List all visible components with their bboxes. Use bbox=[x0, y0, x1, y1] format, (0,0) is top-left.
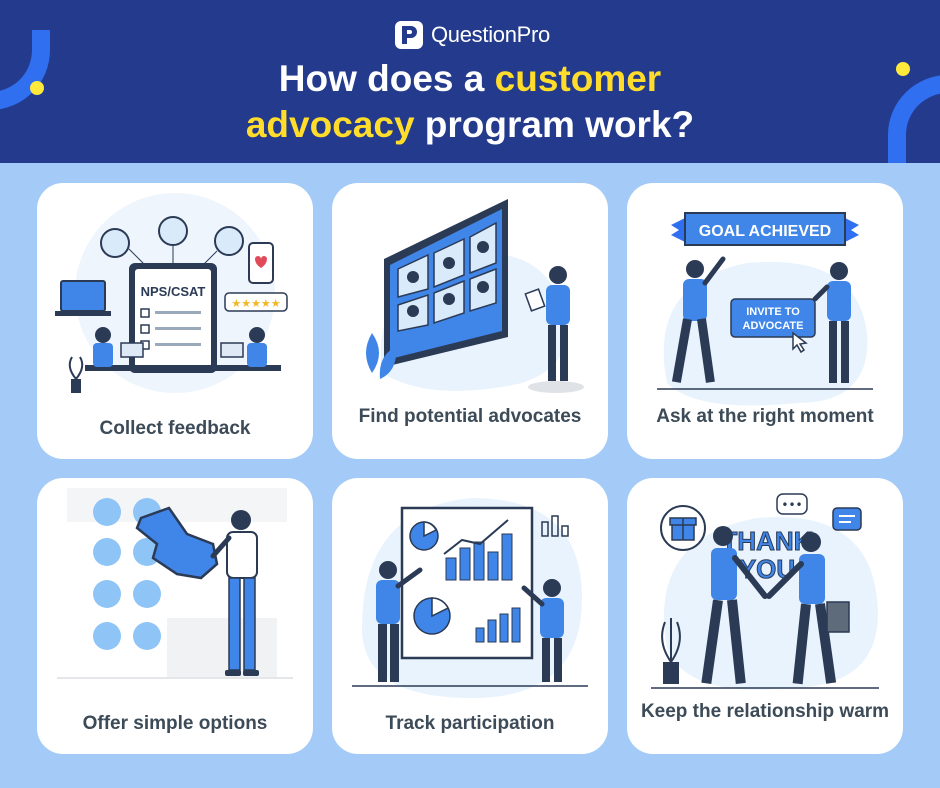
advocates-board-illustration-icon bbox=[366, 199, 584, 393]
svg-text:•••: ••• bbox=[781, 498, 802, 512]
decorative-dot-left bbox=[30, 81, 44, 95]
card-label: Collect feedback bbox=[99, 418, 251, 439]
svg-text:★★★★★: ★★★★★ bbox=[231, 297, 280, 310]
card-label: Keep the relationship warm bbox=[640, 701, 890, 722]
svg-text:NPS/CSAT: NPS/CSAT bbox=[141, 284, 206, 299]
card-label: Track participation bbox=[385, 713, 555, 734]
svg-text:ADVOCATE: ADVOCATE bbox=[743, 320, 804, 332]
card-collect-feedback: NPS/CSAT ★★★★★ Collect feedback bbox=[37, 183, 313, 459]
brand-name: QuestionPro bbox=[431, 22, 550, 47]
decorative-dot-right bbox=[896, 62, 910, 76]
card-label: Ask at the right moment bbox=[656, 406, 874, 427]
feedback-illustration-icon: NPS/CSAT ★★★★★ bbox=[55, 193, 288, 393]
svg-text:THANK: THANK bbox=[722, 526, 813, 556]
svg-text:GOAL ACHIEVED: GOAL ACHIEVED bbox=[699, 223, 831, 240]
svg-text:INVITE TO: INVITE TO bbox=[746, 306, 800, 318]
card-keep-relationship: ••• THANK YOU Keep the relationship warm bbox=[627, 478, 903, 754]
card-track-participation: Track participation bbox=[332, 478, 608, 754]
page-title: How does a customer advocacy program wor… bbox=[245, 58, 695, 145]
card-ask-right-moment: GOAL ACHIEVED INVITE TO ADVOCATE Ask at … bbox=[627, 183, 903, 459]
brand: QuestionPro bbox=[395, 20, 550, 50]
card-label: Offer simple options bbox=[82, 713, 268, 734]
card-offer-options: Offer simple options bbox=[37, 478, 313, 754]
goal-achieved-illustration-icon: GOAL ACHIEVED INVITE TO ADVOCATE bbox=[657, 212, 873, 406]
options-touch-illustration-icon bbox=[57, 488, 293, 679]
card-find-advocates: Find potential advocates bbox=[332, 183, 608, 459]
header-banner: QuestionPro How does a customer advocacy… bbox=[0, 0, 940, 163]
card-label: Find potential advocates bbox=[358, 406, 582, 427]
questionpro-logo-icon bbox=[395, 21, 423, 49]
charts-illustration-icon bbox=[352, 498, 588, 698]
handshake-illustration-icon: ••• THANK YOU bbox=[651, 493, 879, 690]
